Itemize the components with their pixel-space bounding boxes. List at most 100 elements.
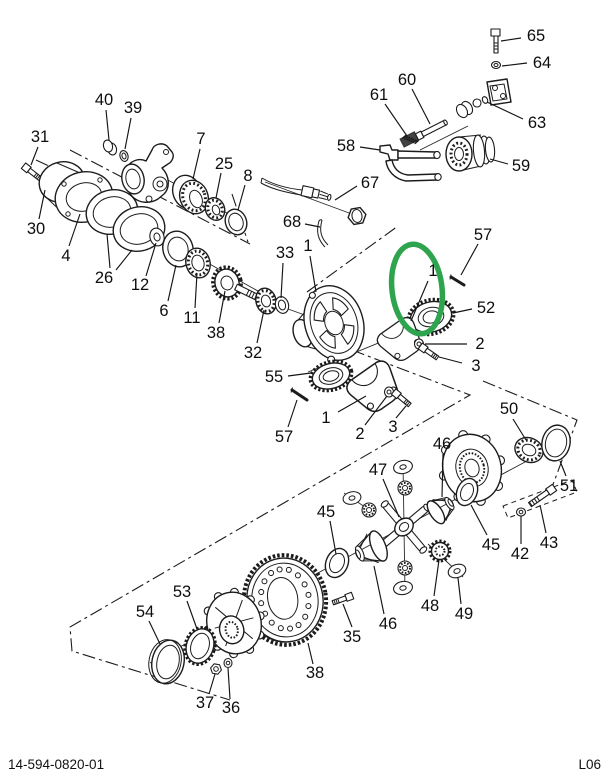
part-bearing-53 [183, 626, 217, 666]
callout-42-40[interactable]: 42 [511, 545, 529, 563]
leader-line-46 [373, 565, 385, 615]
part-washer-36 [223, 657, 233, 669]
callout-46-44[interactable]: 46 [379, 615, 397, 633]
leader-line-57 [460, 243, 479, 276]
callout-25-12[interactable]: 25 [215, 155, 233, 173]
callout-46-37[interactable]: 46 [433, 435, 451, 453]
callout-38-49[interactable]: 38 [306, 664, 324, 682]
callout-47-38[interactable]: 47 [369, 461, 387, 479]
callout-60-2[interactable]: 60 [398, 71, 416, 89]
callout-1-31[interactable]: 1 [321, 409, 330, 427]
callout-54-48[interactable]: 54 [136, 603, 154, 621]
part-ring-gear-38 [241, 553, 329, 647]
part-washer-39 [119, 150, 129, 162]
callout-11-20[interactable]: 11 [183, 309, 200, 327]
leader-line-52 [452, 308, 473, 314]
callout-63-4[interactable]: 63 [528, 114, 546, 132]
leader-line-12 [145, 242, 157, 277]
leader-line-11 [194, 272, 198, 309]
callout-64-1[interactable]: 64 [533, 54, 551, 72]
callout-40-9[interactable]: 40 [95, 91, 113, 109]
leader-line-31 [30, 146, 39, 166]
callout-32-22[interactable]: 32 [244, 344, 262, 362]
callout-3-33[interactable]: 3 [388, 418, 397, 436]
callout-2-32[interactable]: 2 [355, 425, 364, 443]
callout-59-6[interactable]: 59 [512, 157, 530, 175]
callout-43-41[interactable]: 43 [540, 534, 558, 552]
leader-line-59 [489, 158, 509, 165]
part-case-half-right [438, 430, 506, 506]
part-bearing-50 [514, 436, 544, 464]
callout-58-5[interactable]: 58 [337, 137, 355, 155]
callout-65-0[interactable]: 65 [527, 27, 545, 45]
part-bolt-43 [527, 483, 558, 509]
callout-26-17[interactable]: 26 [95, 269, 113, 287]
part-dowel-pin-57-upper [449, 274, 466, 287]
callout-45-46[interactable]: 45 [317, 503, 335, 521]
callout-37-50[interactable]: 37 [196, 694, 214, 712]
callout-31-14[interactable]: 31 [31, 128, 49, 146]
leader-line-48 [433, 559, 440, 597]
leader-line-38 [218, 290, 226, 324]
part-pinion-gear-46-lower [354, 530, 388, 564]
callout-8-13[interactable]: 8 [243, 167, 252, 185]
leader-line-1 [309, 255, 317, 293]
callout-53-47[interactable]: 53 [173, 583, 191, 601]
callout-39-10[interactable]: 39 [124, 99, 142, 117]
part-thrust-washer-bottom [391, 579, 415, 597]
callout-12-18[interactable]: 12 [131, 276, 149, 294]
leader-line-47 [382, 478, 400, 518]
callout-38-21[interactable]: 38 [207, 324, 225, 342]
callout-48-42[interactable]: 48 [421, 597, 439, 615]
leader-line-8 [237, 184, 246, 211]
callout-67-7[interactable]: 67 [361, 174, 379, 192]
callout-4-16[interactable]: 4 [61, 247, 70, 265]
leader-line-37 [208, 673, 216, 695]
part-clutch-collar-59 [445, 134, 496, 172]
part-case-half-left [203, 587, 265, 659]
axis-lines [94, 125, 567, 664]
leader-line-58 [359, 146, 381, 151]
callout-6-19[interactable]: 6 [159, 302, 168, 320]
callout-30-15[interactable]: 30 [27, 220, 45, 238]
part-side-gear-48 [428, 539, 452, 563]
callout-51-36[interactable]: 51 [560, 477, 578, 495]
callout-57-34[interactable]: 57 [275, 428, 293, 446]
leader-line-63 [486, 101, 524, 120]
part-hose-67 [260, 177, 332, 201]
part-bearing-7 [171, 174, 210, 215]
callout-2-28[interactable]: 2 [475, 335, 484, 353]
part-spline-nut-bottom [397, 560, 413, 576]
part-bushing-60 [455, 100, 474, 119]
callout-1-26[interactable]: 1 [428, 262, 437, 280]
callout-7-11[interactable]: 7 [196, 130, 205, 148]
part-ring-51 [541, 424, 571, 462]
callout-55-30[interactable]: 55 [265, 368, 283, 386]
part-bracket-plate [486, 78, 512, 106]
part-bolt-3-upper [417, 342, 441, 362]
part-ring-54 [148, 639, 186, 685]
callout-1-24[interactable]: 1 [303, 237, 312, 255]
callout-52-27[interactable]: 52 [477, 299, 495, 317]
leader-line-32 [256, 309, 265, 344]
callout-35-45[interactable]: 35 [343, 628, 361, 646]
callout-36-51[interactable]: 36 [222, 699, 240, 717]
leader-line-43 [539, 504, 547, 534]
callout-50-35[interactable]: 50 [500, 400, 518, 418]
leader-line-3 [438, 356, 463, 364]
footer-part-number: 14-594-0820-01 [8, 757, 104, 772]
leader-line-30 [38, 189, 46, 220]
callout-33-23[interactable]: 33 [276, 244, 294, 262]
callout-61-3[interactable]: 61 [370, 86, 388, 104]
callout-68-8[interactable]: 68 [283, 213, 301, 231]
callout-3-29[interactable]: 3 [471, 357, 480, 375]
callout-49-43[interactable]: 49 [455, 605, 473, 623]
callout-45-39[interactable]: 45 [482, 536, 500, 554]
callout-57-25[interactable]: 57 [474, 226, 492, 244]
leader-lines [30, 37, 567, 700]
part-bolt-35 [331, 591, 355, 607]
part-spline-nut-left [361, 502, 377, 518]
leader-line-61 [384, 103, 408, 137]
